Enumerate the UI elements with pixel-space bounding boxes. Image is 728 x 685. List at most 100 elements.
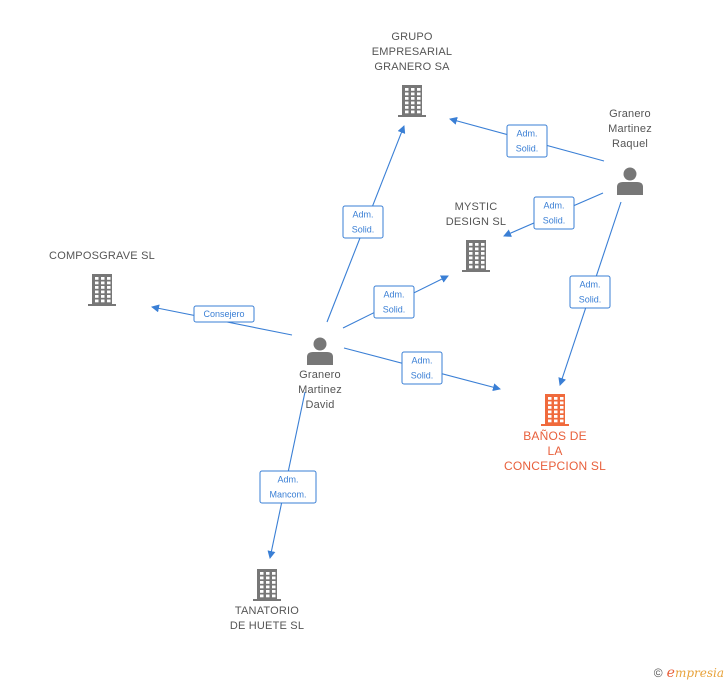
edge-label-box[interactable] bbox=[569, 275, 611, 309]
building-window bbox=[260, 594, 264, 598]
building-window bbox=[548, 397, 552, 400]
building-base bbox=[253, 599, 281, 601]
building-window bbox=[266, 581, 270, 584]
building-window bbox=[560, 410, 564, 414]
building-window bbox=[411, 97, 415, 100]
node-label: David bbox=[305, 399, 334, 411]
building-window bbox=[469, 252, 473, 255]
node-label: BAÑOS DE bbox=[523, 429, 587, 443]
building-window bbox=[266, 590, 270, 593]
building-window bbox=[260, 581, 264, 584]
node-label: Granero bbox=[609, 108, 651, 120]
building-window bbox=[469, 247, 473, 251]
edge-label-text: Solid. bbox=[579, 295, 602, 305]
node-label: Granero bbox=[299, 369, 341, 381]
building-window bbox=[405, 92, 409, 96]
building-window bbox=[95, 295, 99, 298]
building-window bbox=[260, 590, 264, 593]
edge-raquel-mystic[interactable]: Adm.Solid. bbox=[503, 192, 604, 237]
building-window bbox=[260, 585, 264, 589]
building-icon bbox=[541, 394, 569, 426]
edge-label-text: Adm. bbox=[352, 210, 373, 220]
edge-david-tanatorio[interactable]: Adm.Mancom. bbox=[259, 391, 317, 559]
building-window bbox=[266, 594, 270, 598]
building-window bbox=[101, 281, 105, 285]
edge-label-text: Adm. bbox=[383, 290, 404, 300]
node-label: Martinez bbox=[298, 384, 342, 396]
person-body bbox=[307, 352, 333, 365]
node-mystic[interactable]: MYSTIC DESIGN SL bbox=[446, 201, 507, 272]
node-label: DESIGN SL bbox=[446, 216, 507, 228]
building-window bbox=[481, 252, 485, 255]
edge-label-box[interactable] bbox=[193, 305, 255, 323]
building-window bbox=[95, 281, 99, 285]
edge-raquel-banos[interactable]: Adm.Solid. bbox=[558, 201, 622, 386]
edge-label-box[interactable] bbox=[533, 196, 575, 230]
building-window bbox=[411, 101, 415, 105]
edge-label-text: Adm. bbox=[516, 129, 537, 139]
edge-label-text: Adm. bbox=[277, 475, 298, 485]
building-window bbox=[95, 286, 99, 289]
building-window bbox=[554, 397, 558, 400]
building-window bbox=[107, 290, 111, 294]
edge-label-box[interactable] bbox=[342, 205, 384, 239]
building-window bbox=[417, 97, 421, 100]
edge-david-composgrave[interactable]: Consejero bbox=[151, 304, 293, 336]
edge-david-grupo[interactable]: Adm. Solid. bbox=[326, 125, 406, 323]
building-window bbox=[107, 299, 111, 303]
building-window bbox=[469, 256, 473, 260]
person-icon bbox=[617, 167, 643, 195]
building-window bbox=[417, 88, 421, 91]
person-body bbox=[617, 182, 643, 195]
node-label: MYSTIC bbox=[455, 201, 498, 213]
building-window bbox=[411, 92, 415, 96]
edge-david-mystic[interactable]: Adm. Solid. bbox=[342, 275, 449, 329]
node-composgrave[interactable]: COMPOSGRAVE SL bbox=[49, 250, 155, 306]
building-window bbox=[266, 576, 270, 580]
building-window bbox=[260, 576, 264, 580]
empresia-logo[interactable]: empresia bbox=[667, 665, 724, 681]
node-label: EMPRESARIAL bbox=[372, 46, 452, 58]
building-window bbox=[266, 585, 270, 589]
building-base bbox=[462, 270, 490, 272]
edge-label-text: Solid. bbox=[383, 305, 406, 315]
building-window bbox=[411, 88, 415, 91]
building-window bbox=[548, 415, 552, 418]
building-window bbox=[481, 261, 485, 264]
person-icon bbox=[307, 337, 333, 365]
person-head bbox=[623, 167, 637, 181]
building-window bbox=[469, 265, 473, 269]
building-window bbox=[107, 277, 111, 280]
building-window bbox=[481, 256, 485, 260]
building-window bbox=[475, 265, 479, 269]
building-window bbox=[560, 406, 564, 409]
edge-david-banos[interactable]: Adm.Solid. bbox=[343, 347, 501, 392]
building-window bbox=[481, 247, 485, 251]
building-window bbox=[417, 110, 421, 114]
edge-raquel-grupo[interactable]: Adm.Solid. bbox=[449, 116, 605, 162]
building-window bbox=[475, 256, 479, 260]
building-window bbox=[417, 106, 421, 109]
edge-label-text: Solid. bbox=[543, 216, 566, 226]
building-window bbox=[548, 410, 552, 414]
edge-label-box[interactable] bbox=[506, 124, 548, 158]
building-window bbox=[560, 419, 564, 423]
building-window bbox=[266, 572, 270, 575]
building-window bbox=[101, 295, 105, 298]
building-window bbox=[554, 406, 558, 409]
edge-label-text: Adm. bbox=[411, 356, 432, 366]
edge-label-box[interactable] bbox=[401, 351, 443, 385]
building-window bbox=[469, 261, 473, 264]
building-window bbox=[405, 110, 409, 114]
building-base bbox=[88, 304, 116, 306]
edge-label-box[interactable] bbox=[373, 285, 415, 319]
edge-label-box[interactable] bbox=[259, 470, 317, 504]
edges-layer: Adm.Solid.Adm.Solid.Adm.Solid.Adm.Solid.… bbox=[151, 116, 622, 559]
building-window bbox=[560, 397, 564, 400]
